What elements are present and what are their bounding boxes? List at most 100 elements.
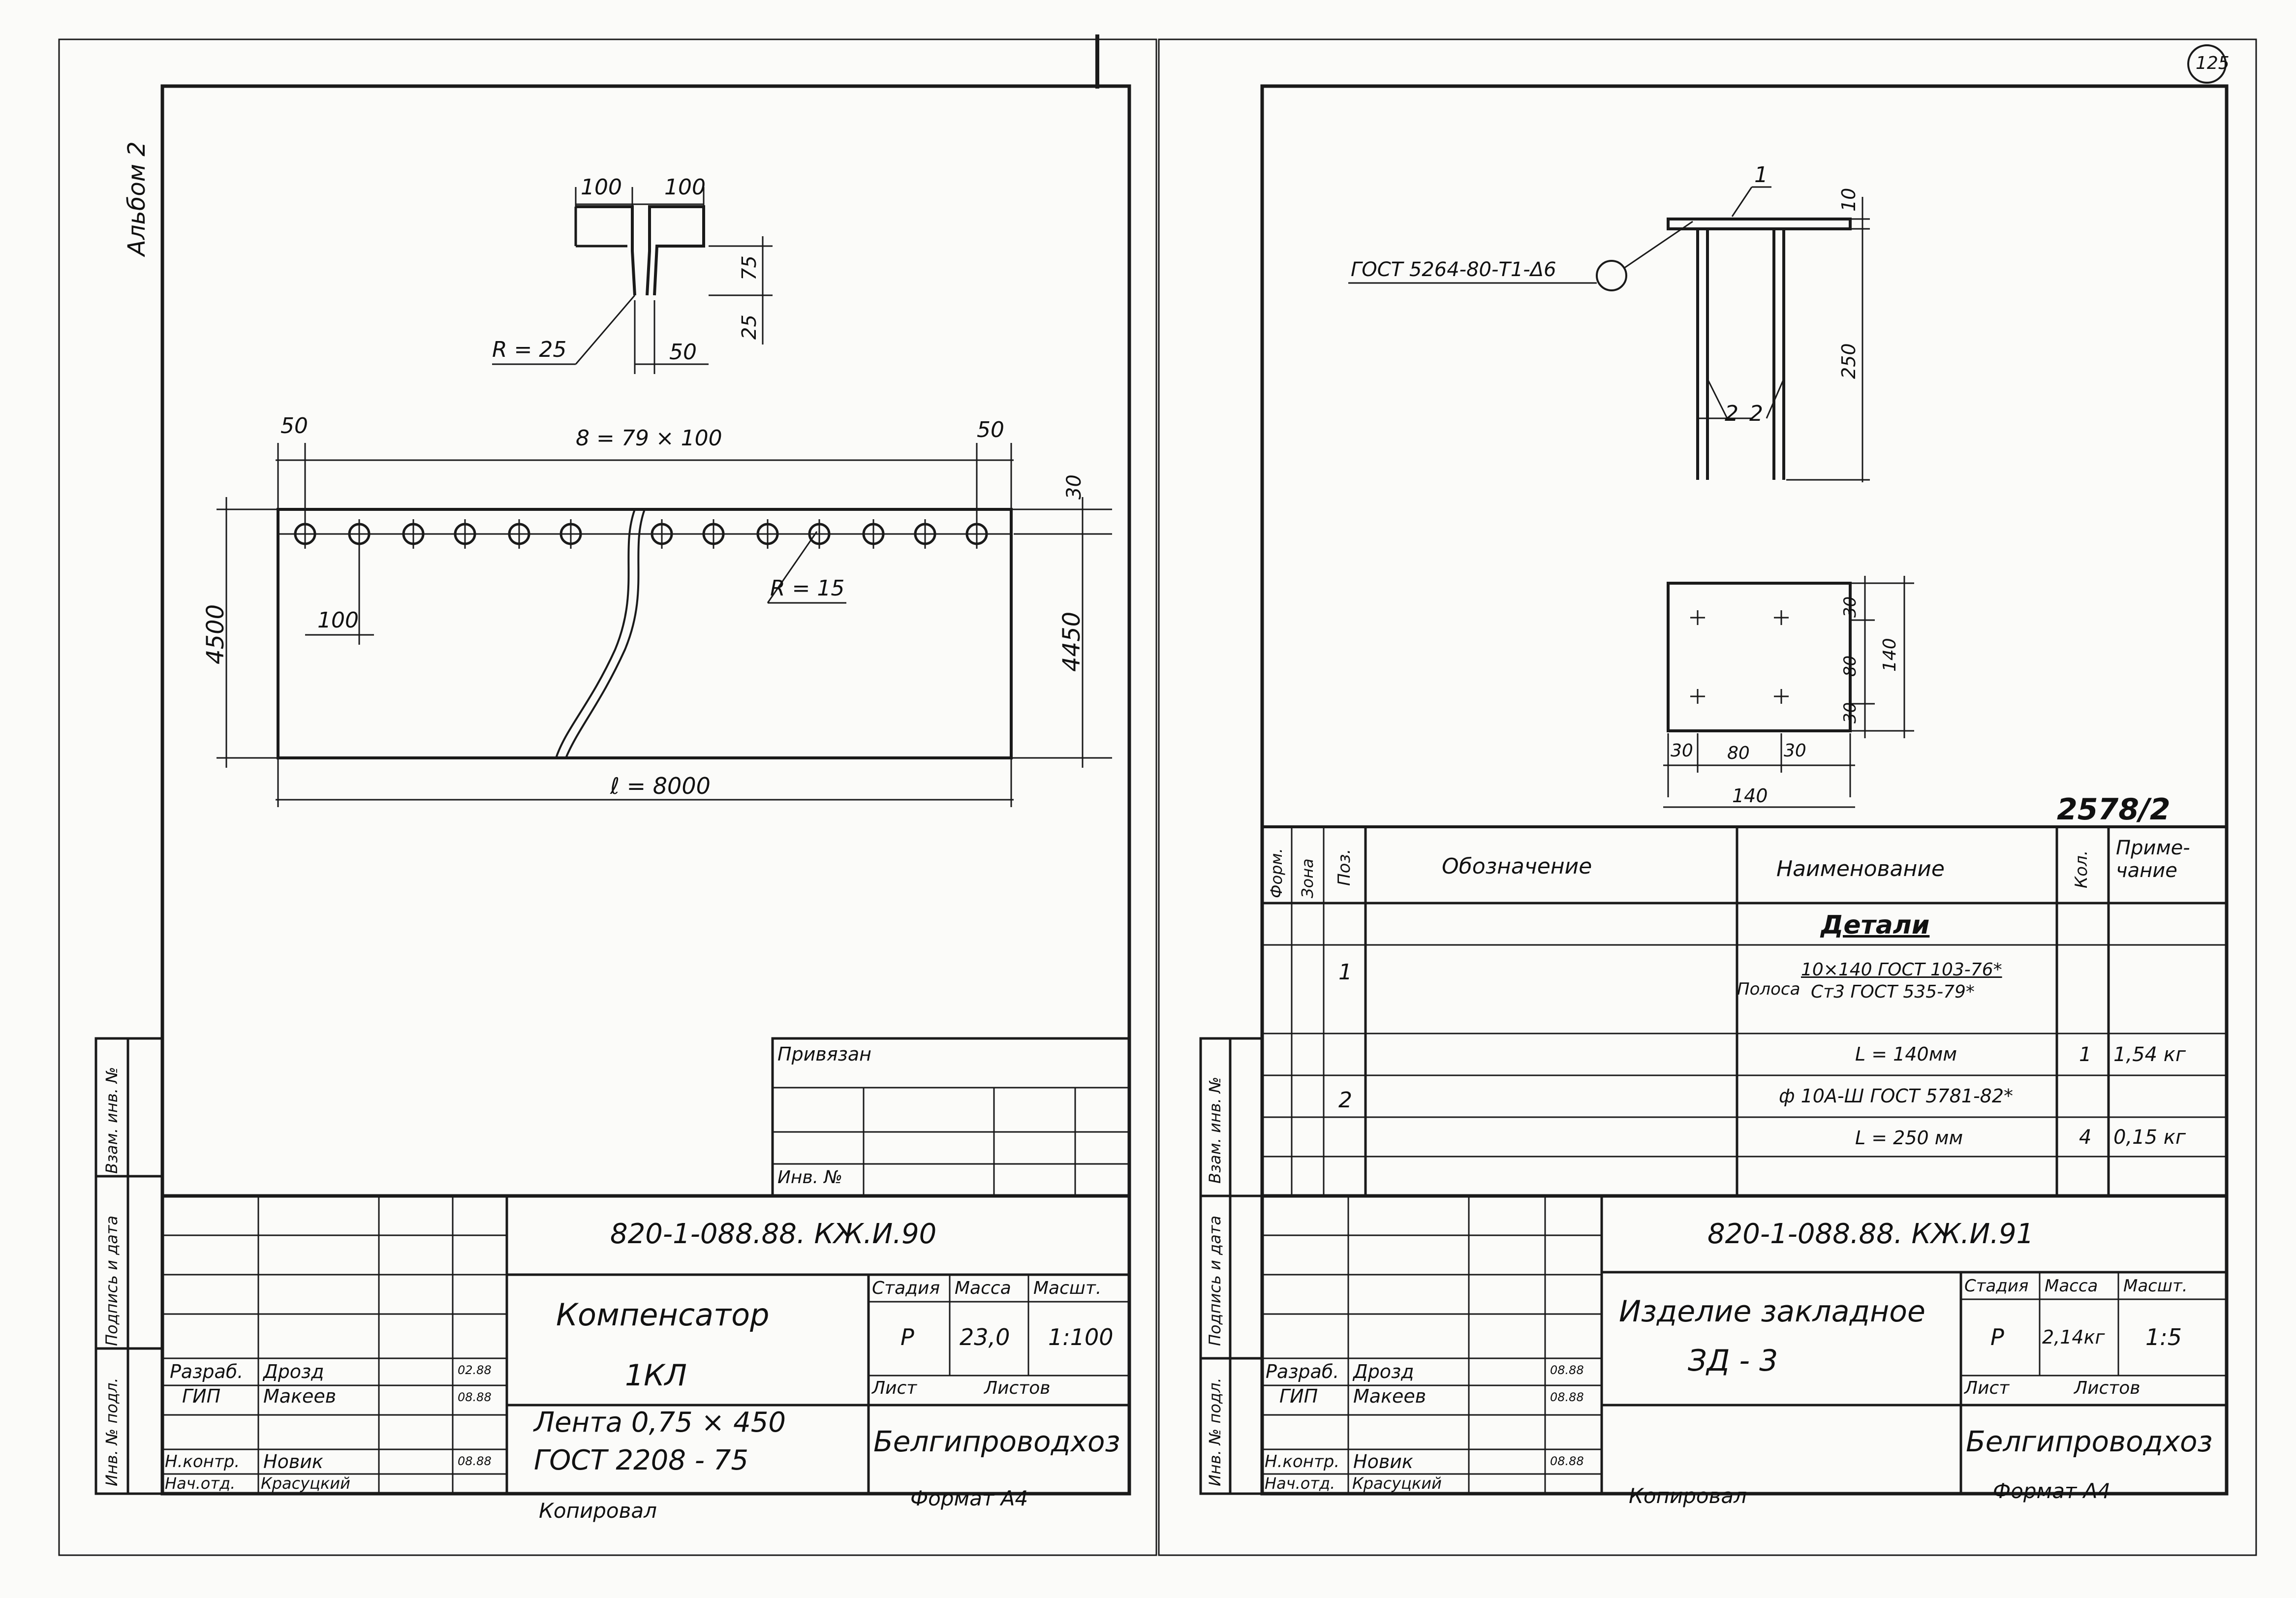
spec-header-pos: Поз. [1334, 848, 1354, 886]
right-side-label-1: Подпись и дата [1206, 1215, 1224, 1346]
right-side-label-0: Инв. № подл. [1206, 1378, 1224, 1486]
plate-dim-h30b: 30 [1784, 741, 1806, 761]
right-massa-label: Масса [2045, 1276, 2098, 1296]
right-date-1: 08.88 [1550, 1390, 1584, 1404]
spec-header-zone: Зона [1298, 858, 1317, 898]
right-side-label-2: Взам. инв. № [1206, 1076, 1224, 1184]
right-format: Формат А4 [1993, 1479, 2111, 1503]
right-listov-label: Листов [2074, 1378, 2141, 1398]
plate-dim-h80: 80 [1727, 743, 1750, 763]
left-name-0: Дрозд [263, 1361, 324, 1382]
right-name-3: Красуцкий [1352, 1474, 1442, 1493]
left-role-0: Разраб. [170, 1361, 244, 1382]
left-title-3: Лента 0,75 × 450 [534, 1407, 786, 1439]
detail-dim-bottom: 50 [669, 340, 697, 365]
right-name-2: Новик [1353, 1451, 1413, 1473]
spec-row-0-name-c: Ст3 ГОСТ 535-79* [1811, 982, 1975, 1002]
right-masshtab: 1:5 [2145, 1324, 2182, 1350]
right-date-2: 08.88 [1550, 1454, 1584, 1468]
right-name-1: Макеев [1353, 1385, 1427, 1407]
right-role-0: Разраб. [1266, 1361, 1339, 1382]
right-doc-code: 820-1-088.88. КЖ.И.91 [1707, 1218, 2034, 1250]
privyazan-label: Привязан [777, 1043, 871, 1065]
plan-dim-height-inner: 4450 [1058, 611, 1086, 672]
plate-dim-v30a: 30 [1840, 596, 1860, 618]
spec-header-qty: Кол. [2072, 850, 2091, 888]
plate-dim-h30a: 30 [1671, 741, 1693, 761]
left-title-2: 1КЛ [625, 1358, 687, 1393]
left-title-4: ГОСТ 2208 - 75 [534, 1444, 748, 1476]
right-name-0: Дрозд [1353, 1361, 1414, 1382]
spec-header-format: Форм. [1267, 848, 1286, 898]
right-role-3: Нач.отд. [1265, 1474, 1335, 1493]
right-stadia: Р [1990, 1324, 2004, 1350]
plan-dim-hole-pitch: 100 [317, 608, 359, 633]
plate-dim-v140: 140 [1880, 638, 1900, 672]
plan-dim-height-total: 4500 [202, 604, 229, 664]
plate-dim-h140: 140 [1732, 785, 1768, 807]
spec-section-details: Детали [1821, 910, 1930, 940]
plan-dim-top-offset: 30 [1063, 474, 1086, 500]
inv-no-label: Инв. № [777, 1167, 843, 1188]
right-title-2: ЗД - 3 [1688, 1344, 1778, 1378]
left-side-label-0: Инв. № подл. [102, 1378, 121, 1486]
right-role-2: Н.контр. [1265, 1452, 1340, 1472]
left-name-3: Красуцкий [261, 1474, 350, 1493]
spec-row-3-note: 0,15 кг [2113, 1126, 2186, 1149]
dim-250: 250 [1838, 343, 1860, 379]
left-stadia-label: Стадия [872, 1278, 940, 1298]
left-name-2: Новик [263, 1451, 323, 1473]
left-title-1: Компенсатор [556, 1297, 770, 1333]
spec-header-note: Приме- чание [2116, 837, 2190, 882]
lenta-outline [277, 508, 1013, 759]
left-massa: 23,0 [960, 1324, 1010, 1350]
left-stadia: Р [900, 1324, 914, 1350]
plate-dim-v30b: 30 [1840, 702, 1860, 723]
plan-dim-right-edge: 50 [977, 417, 1004, 442]
right-stadia-label: Стадия [1964, 1276, 2029, 1296]
weld-note: ГОСТ 5264-80-Т1-Δ6 [1351, 258, 1556, 281]
spec-row-0-name-a: Полоса [1737, 979, 1800, 999]
position-2b-callout: 2 [1749, 401, 1763, 426]
detail-dim-top-right: 100 [664, 175, 706, 200]
plan-dim-span: 8 = 79 × 100 [576, 426, 722, 451]
page-number: 125 [2196, 53, 2230, 73]
left-side-label-1: Подпись и дата [102, 1215, 121, 1346]
plan-dim-left-edge: 50 [280, 413, 308, 439]
plan-dim-hole-radius: R = 15 [770, 576, 845, 601]
right-list-label: Лист [1964, 1378, 2010, 1398]
plan-dim-length: ℓ = 8000 [610, 773, 711, 799]
spec-row-0-name-b: 10×140 ГОСТ 103-76* [1801, 960, 2002, 980]
left-name-1: Макеев [263, 1385, 337, 1407]
sheet-tag: 2578/2 [2057, 792, 2171, 827]
left-date-2: 08.88 [458, 1454, 492, 1468]
dim-10: 10 [1838, 188, 1860, 212]
right-title-1: Изделие закладное [1619, 1294, 1925, 1329]
left-masshtab-label: Масшт. [1033, 1278, 1102, 1298]
detail-dim-right-top: 75 [738, 255, 761, 281]
detail-radius: R = 25 [492, 337, 567, 362]
right-copied: Копировал [1629, 1484, 1747, 1508]
left-side-label-2: Взам. инв. № [102, 1066, 121, 1174]
spec-row-0-pos: 1 [1338, 960, 1352, 985]
spec-row-3-qty: 4 [2079, 1126, 2092, 1149]
right-masshtab-label: Масшт. [2123, 1276, 2188, 1296]
left-copied: Копировал [539, 1499, 657, 1523]
position-2a-callout: 2 [1725, 401, 1738, 426]
left-doc-code: 820-1-088.88. КЖ.И.90 [610, 1218, 937, 1250]
detail-dim-right-bottom: 25 [738, 314, 761, 340]
left-date-1: 08.88 [458, 1390, 492, 1404]
plate-dim-v80: 80 [1840, 655, 1860, 677]
spec-row-1-note: 1,54 кг [2113, 1043, 2186, 1066]
spec-header-name: Наименование [1776, 856, 1945, 881]
right-page-frame [1158, 38, 2257, 1556]
spec-row-2-pos: 2 [1338, 1088, 1352, 1113]
spec-row-2-name: ф 10А-Ш ГОСТ 5781-82* [1779, 1085, 2014, 1107]
spec-row-3-name: L = 250 мм [1855, 1127, 1963, 1149]
left-list-label: Лист [872, 1378, 917, 1398]
right-massa: 2,14кг [2042, 1326, 2105, 1348]
left-org: Белгипроводхоз [873, 1425, 1120, 1458]
spec-row-1-name: L = 140мм [1855, 1043, 1957, 1065]
right-org: Белгипроводхоз [1966, 1425, 2213, 1458]
